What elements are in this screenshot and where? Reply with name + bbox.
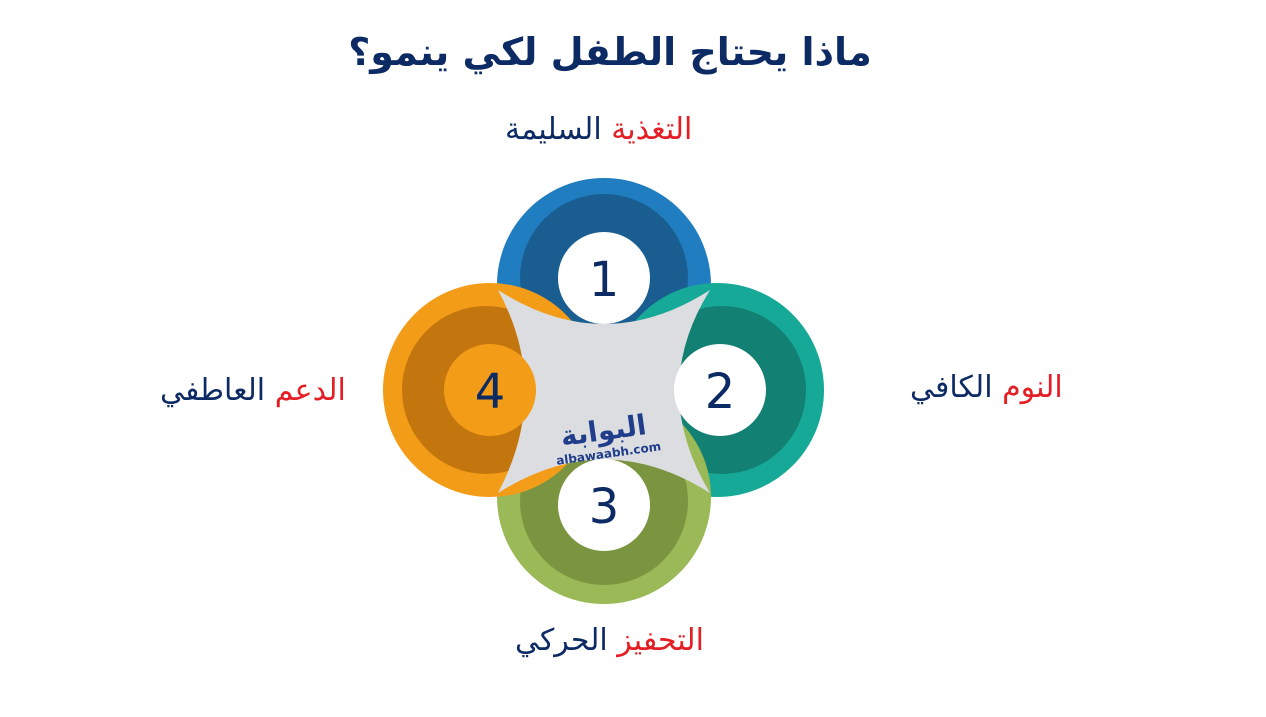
label-highlight: التحفيز	[617, 623, 704, 658]
label-rest: الحركي	[515, 623, 608, 658]
label-highlight: الدعم	[274, 373, 346, 408]
number-2-bg	[674, 344, 766, 436]
label-highlight: النوم	[1002, 370, 1063, 405]
label-rest: العاطفي	[160, 373, 266, 408]
number-3: 3	[589, 479, 620, 535]
label-motor-stimulation: التحفيز الحركي	[515, 623, 704, 658]
label-rest: الكافي	[910, 370, 993, 405]
label-adequate-sleep: النوم الكافي	[910, 370, 1063, 405]
number-4: 4	[475, 364, 506, 420]
center-shape	[498, 290, 710, 493]
number-1: 1	[589, 252, 620, 308]
number-3-bg	[558, 459, 650, 551]
page-title: ماذا يحتاج الطفل لكي ينمو؟	[348, 30, 872, 74]
number-4-bg	[444, 344, 536, 436]
label-healthy-nutrition: التغذية السليمة	[505, 112, 692, 147]
label-rest: السليمة	[505, 112, 602, 147]
label-highlight: التغذية	[611, 112, 693, 147]
label-emotional-support: الدعم العاطفي	[160, 373, 346, 408]
number-1-bg	[558, 232, 650, 324]
number-2: 2	[705, 364, 736, 420]
